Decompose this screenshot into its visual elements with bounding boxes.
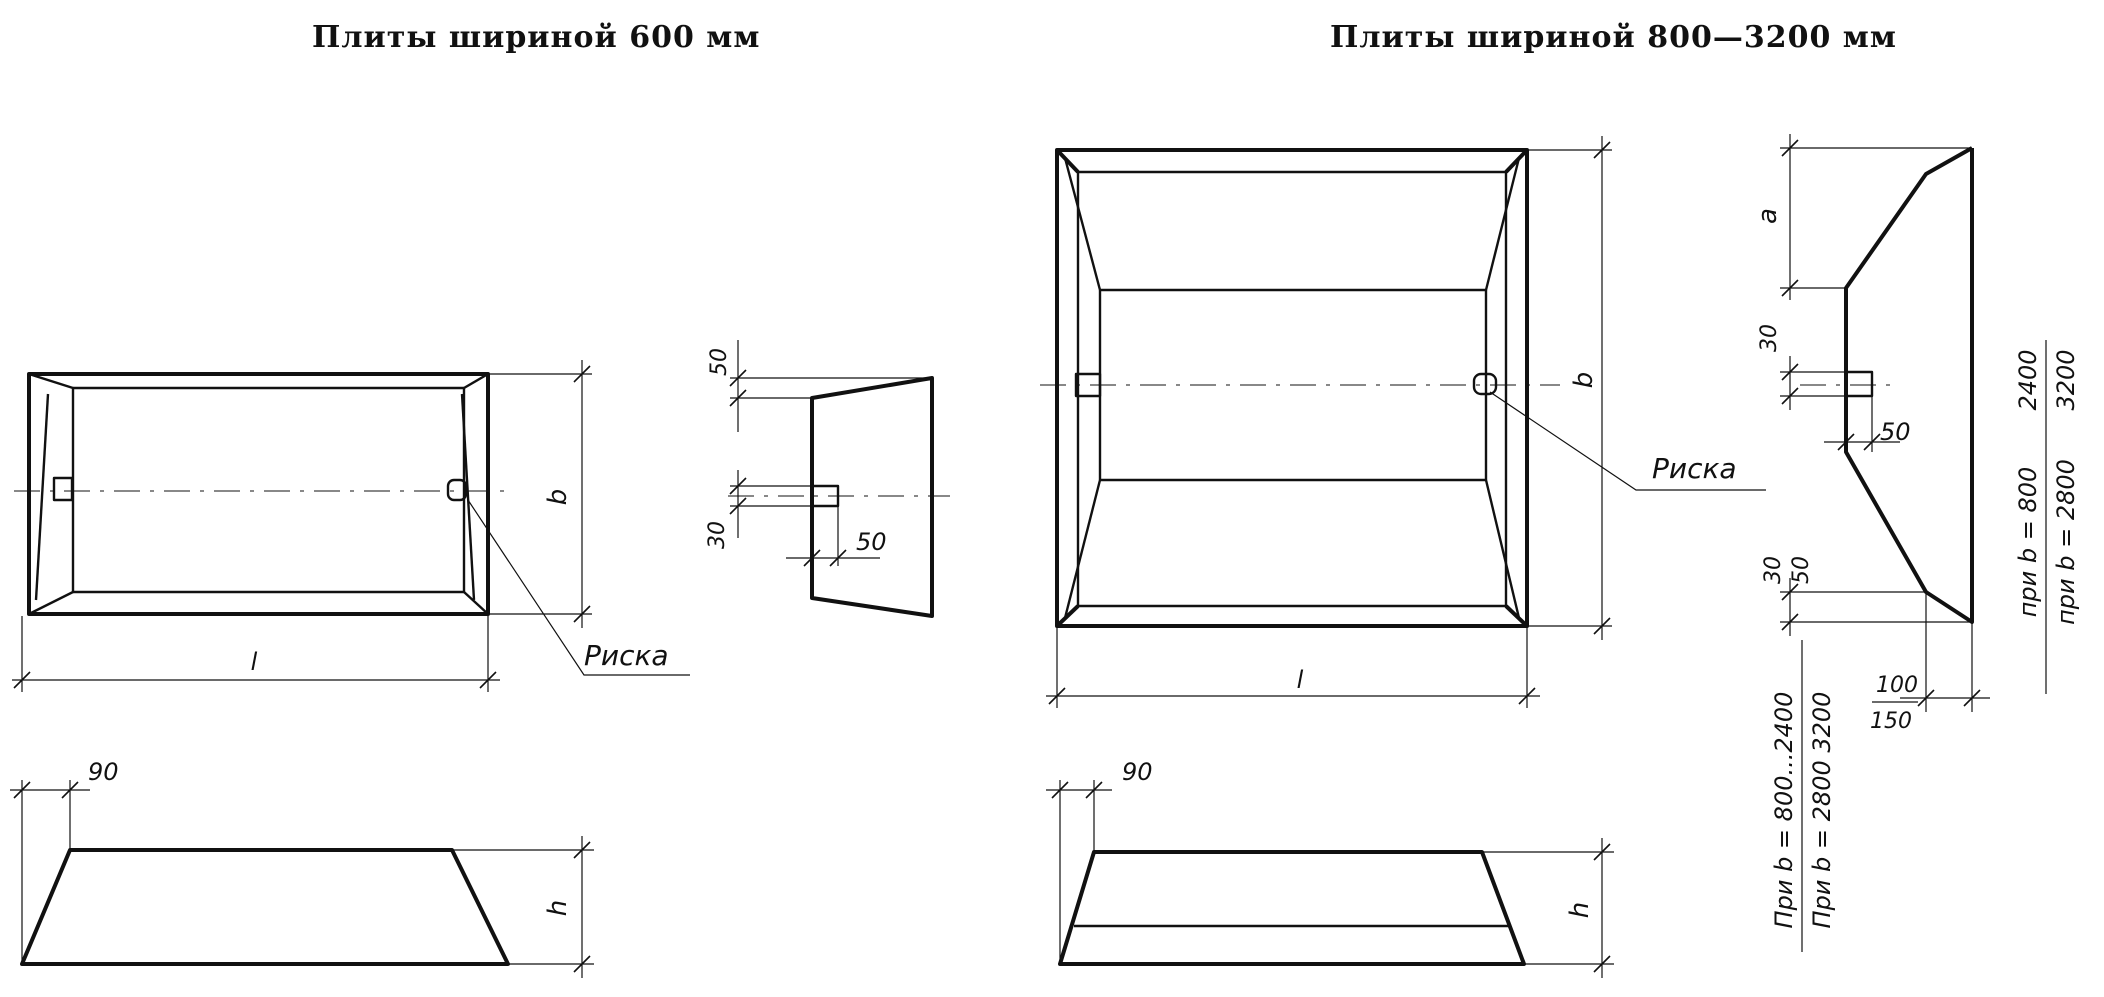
lifting-loop-left-600 bbox=[52, 476, 74, 502]
lifting-loop-left-wide bbox=[1074, 372, 1102, 398]
label-cond-b800: при b = 800 bbox=[2014, 467, 2042, 618]
label-h-wide: h bbox=[1565, 902, 1595, 918]
elevation-800-3200: 90 h bbox=[1046, 758, 1614, 978]
section-800-3200: a 30 50 30 50 100 150 при b = bbox=[1753, 134, 2080, 952]
label-30-lower-right: 30 bbox=[1761, 556, 1786, 584]
section-600: 50 30 50 bbox=[705, 340, 950, 618]
slab-outline-600 bbox=[27, 372, 490, 616]
label-b-wide: b bbox=[1569, 372, 1599, 389]
label-l-wide: l bbox=[1297, 666, 1304, 694]
label-h-600: h bbox=[543, 900, 573, 916]
label-b-600: b bbox=[543, 489, 573, 506]
label-cond-800-2400: При b = 800...2400 bbox=[1770, 692, 1798, 929]
leader-riska-600 bbox=[467, 499, 690, 676]
section-profile-600 bbox=[810, 376, 934, 618]
label-riska-600: Риска bbox=[584, 639, 669, 672]
label-50-section: 50 bbox=[856, 528, 887, 556]
label-2400: 2400 bbox=[2014, 349, 2042, 410]
title-left: Плиты шириной 600 мм bbox=[312, 20, 761, 55]
plan-600: b l Риска bbox=[12, 360, 690, 692]
lifting-loop-right-600 bbox=[446, 478, 468, 502]
elevation-profile-wide bbox=[1058, 850, 1526, 966]
leader-riska-wide bbox=[1489, 391, 1766, 491]
label-l-600: l bbox=[251, 648, 258, 676]
label-100: 100 bbox=[1876, 673, 1918, 698]
label-50-section-wide: 50 bbox=[1880, 418, 1911, 446]
elevation-profile-600 bbox=[20, 848, 510, 966]
label-90-right: 90 bbox=[1122, 758, 1153, 786]
title-right: Плиты шириной 800—3200 мм bbox=[1330, 20, 1897, 55]
label-50-top: 50 bbox=[707, 348, 732, 376]
label-cond-2800-3200: При b = 2800 3200 bbox=[1808, 692, 1836, 929]
label-90-left: 90 bbox=[88, 758, 119, 786]
label-3200: 3200 bbox=[2052, 349, 2080, 410]
plan-800-3200: b l Риска bbox=[1040, 136, 1766, 708]
label-50-lower-right: 50 bbox=[1789, 556, 1814, 584]
label-30-left: 30 bbox=[705, 521, 730, 549]
label-30-upper-right: 30 bbox=[1757, 324, 1782, 352]
label-a: a bbox=[1753, 208, 1783, 224]
slab-inner-600 bbox=[71, 386, 466, 594]
label-cond-b2800: при b = 2800 bbox=[2052, 459, 2080, 625]
section-loop-wide bbox=[1844, 370, 1874, 398]
label-riska-wide: Риска bbox=[1652, 452, 1737, 485]
slab-inner-wide bbox=[1076, 170, 1508, 608]
lifting-loop-right-wide bbox=[1472, 372, 1498, 396]
label-150: 150 bbox=[1870, 709, 1912, 734]
elevation-600: 90 h bbox=[10, 758, 594, 978]
slab-outline-wide bbox=[1055, 148, 1529, 628]
